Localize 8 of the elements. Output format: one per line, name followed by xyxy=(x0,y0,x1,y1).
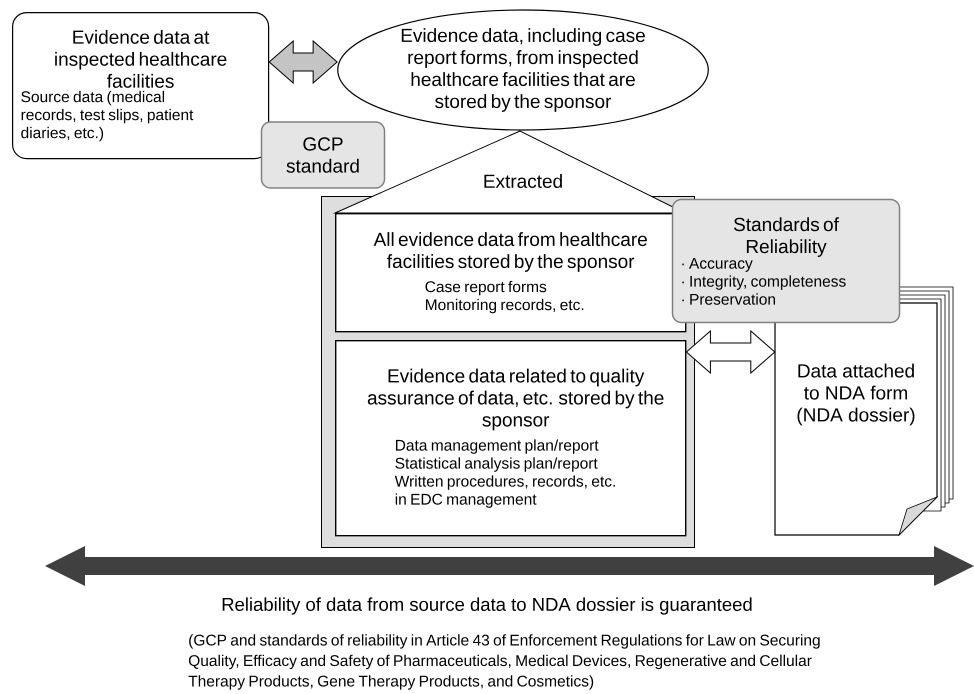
note: (GCP and standards of reliability in Article 43 of Enforcement Regulations for Law on Securing Quality, Efficacy and Safety of Pharmaceuticals, Medical Devices, Regenerative and Cellular Therapy Products, Gene Therapy Products, and Cosmetics) xyxy=(188,634,820,690)
text-box: Evidence data related to quality assurance of data, etc. stored by the sponsor Data management plan/report Statistical analysis plan/report Written procedures, records, etc. in EDC management xyxy=(335,340,686,536)
label-box: Standards of Reliability · Accuracy · Integrity, completeness · Preservation xyxy=(672,198,900,324)
label: Extracted xyxy=(484,174,562,188)
label-box: GCP standard xyxy=(260,121,386,189)
caption: Reliability of data from source data to NDA dossier is guaranteed xyxy=(222,597,752,615)
double-arrow xyxy=(686,330,776,374)
text-box: Evidence data at inspected healthcare facilities Source data (medical records, test slips, patient diaries, etc.) xyxy=(12,12,270,160)
